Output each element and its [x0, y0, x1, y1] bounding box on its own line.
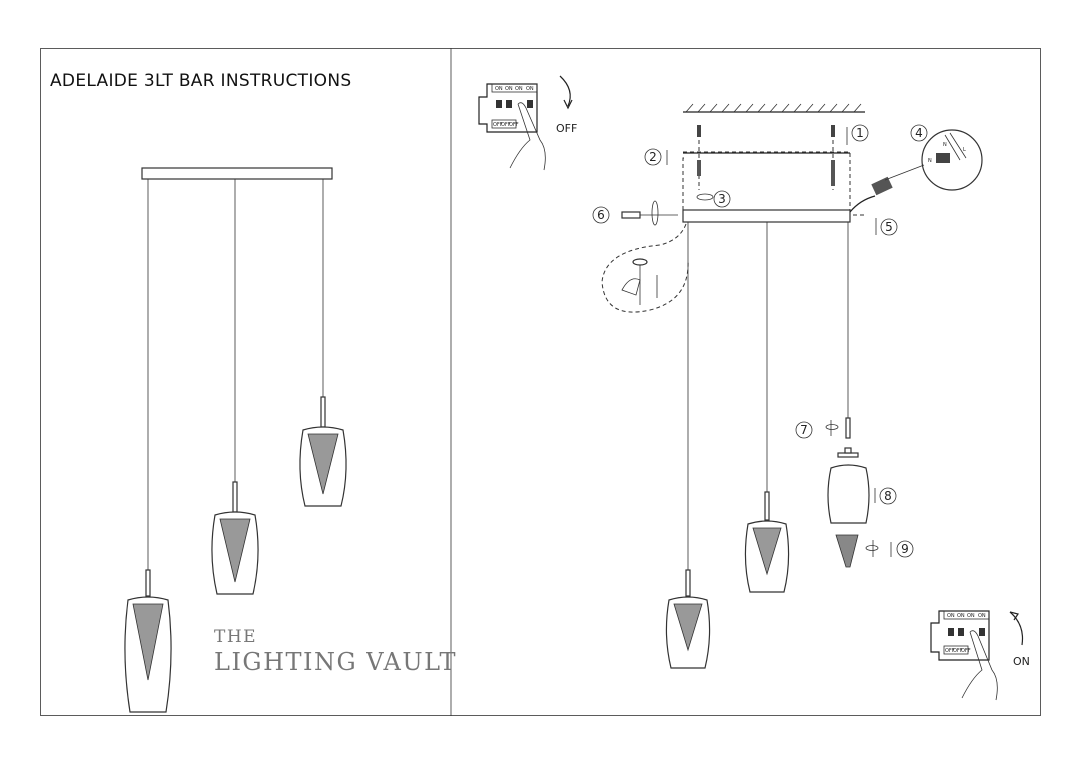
svg-text:9: 9: [901, 542, 909, 556]
svg-text:OFF: OFF: [945, 648, 955, 654]
svg-text:ON: ON: [947, 613, 955, 619]
svg-text:ON: ON: [495, 86, 503, 92]
svg-text:ON: ON: [967, 613, 975, 619]
page-frame: [40, 48, 1041, 716]
hand-icon: [509, 102, 546, 171]
installed-pendants: [665, 222, 849, 669]
cord-adjust-detail: [601, 223, 689, 313]
pendant-right: [299, 396, 347, 507]
glass-shade: [827, 464, 870, 524]
wire-connection-detail: [921, 129, 983, 191]
ceiling-hatch: [683, 103, 865, 113]
svg-text:N: N: [943, 142, 947, 148]
svg-text:ON: ON: [978, 613, 986, 619]
ceiling-bar: [682, 209, 851, 223]
svg-text:6: 6: [597, 208, 605, 222]
cone-diffuser: [835, 534, 859, 568]
svg-text:N: N: [928, 158, 932, 164]
canopy-assembly: [682, 125, 893, 223]
svg-text:2: 2: [649, 150, 657, 164]
step-2: 2: [644, 148, 668, 166]
svg-text:ON: ON: [515, 86, 523, 92]
svg-text:3: 3: [718, 192, 726, 206]
breaker-switch-off: ON ON ON ON OFF OFF OFF OFF: [478, 75, 577, 171]
rotate-arrow-icon: [1009, 611, 1024, 646]
svg-text:ON: ON: [957, 613, 965, 619]
pendant-installed-2: [744, 491, 790, 593]
on-label: ON: [1013, 655, 1030, 668]
step-6: 6: [592, 200, 678, 226]
page-title: ADELAIDE 3LT BAR INSTRUCTIONS: [50, 71, 351, 91]
svg-text:4: 4: [915, 126, 923, 140]
exploded-shade-assembly: 7 8 9: [795, 417, 914, 568]
svg-text:OFF: OFF: [961, 648, 971, 654]
step-1: 1: [846, 124, 869, 145]
step-5: 5: [853, 214, 898, 236]
rotate-arrow-icon: [559, 75, 571, 107]
step-8: 8: [874, 487, 897, 505]
svg-text:L: L: [963, 147, 966, 153]
svg-text:OFF: OFF: [501, 122, 511, 128]
svg-text:OFF: OFF: [509, 122, 519, 128]
step-7: 7: [795, 420, 839, 439]
svg-text:7: 7: [800, 423, 808, 437]
step-3: 3: [696, 190, 731, 208]
svg-text:OFF: OFF: [493, 122, 503, 128]
ceiling-bar: [141, 167, 333, 180]
breaker-switch-on: ON ON ON ON OFF OFF OFF ON: [930, 610, 1030, 701]
terminal-block-icon: [871, 176, 893, 196]
svg-text:OFF: OFF: [953, 648, 963, 654]
pendant-middle: [211, 481, 259, 595]
svg-text:ON: ON: [505, 86, 513, 92]
brand-logo: THE LIGHTING VAULT: [214, 627, 457, 676]
off-label: OFF: [556, 122, 577, 135]
logo-line-1: THE: [214, 627, 257, 647]
screwdriver-icon: [621, 211, 641, 219]
step-4: N L N 4: [884, 124, 983, 191]
step-9: 9: [865, 540, 914, 558]
logo-line-2: LIGHTING VAULT: [214, 648, 457, 676]
svg-text:5: 5: [885, 220, 893, 234]
pendant-left: [124, 569, 172, 713]
pendant-installed-1: [665, 569, 711, 669]
svg-text:1: 1: [856, 126, 864, 140]
svg-text:8: 8: [884, 489, 892, 503]
hand-icon: [961, 630, 998, 701]
svg-text:ON: ON: [526, 86, 534, 92]
assembled-light-illustration: [124, 167, 347, 713]
